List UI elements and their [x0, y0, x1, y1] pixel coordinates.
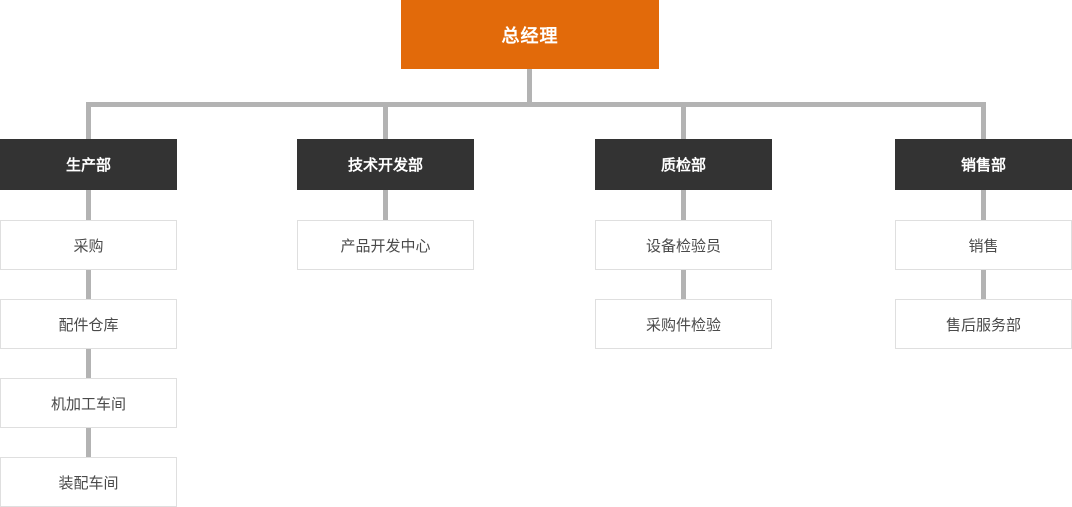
connector-production-child3 [86, 349, 91, 378]
connector-production-child1 [86, 190, 91, 220]
connector-branch-quality [681, 102, 686, 139]
node-parts-warehouse: 配件仓库 [0, 299, 177, 349]
connector-tech-child1 [383, 190, 388, 220]
node-assembly-workshop: 装配车间 [0, 457, 177, 507]
connector-root-stem [527, 69, 532, 107]
connector-production-child4 [86, 428, 91, 457]
node-machining-workshop: 机加工车间 [0, 378, 177, 428]
connector-main-horizontal [86, 102, 986, 107]
node-purchased-parts-inspection: 采购件检验 [595, 299, 772, 349]
connector-quality-child2 [681, 270, 686, 299]
root-node-general-manager: 总经理 [401, 0, 659, 69]
dept-node-production: 生产部 [0, 139, 177, 190]
connector-branch-tech [383, 102, 388, 139]
node-purchasing: 采购 [0, 220, 177, 270]
connector-sales-child2 [981, 270, 986, 299]
node-equipment-inspector: 设备检验员 [595, 220, 772, 270]
connector-branch-sales [981, 102, 986, 139]
node-sales: 销售 [895, 220, 1072, 270]
node-product-dev-center: 产品开发中心 [297, 220, 474, 270]
dept-node-quality-inspection: 质检部 [595, 139, 772, 190]
dept-node-sales: 销售部 [895, 139, 1072, 190]
connector-quality-child1 [681, 190, 686, 220]
dept-node-tech-development: 技术开发部 [297, 139, 474, 190]
connector-branch-production [86, 102, 91, 139]
node-after-sales-service: 售后服务部 [895, 299, 1072, 349]
connector-sales-child1 [981, 190, 986, 220]
connector-production-child2 [86, 270, 91, 299]
